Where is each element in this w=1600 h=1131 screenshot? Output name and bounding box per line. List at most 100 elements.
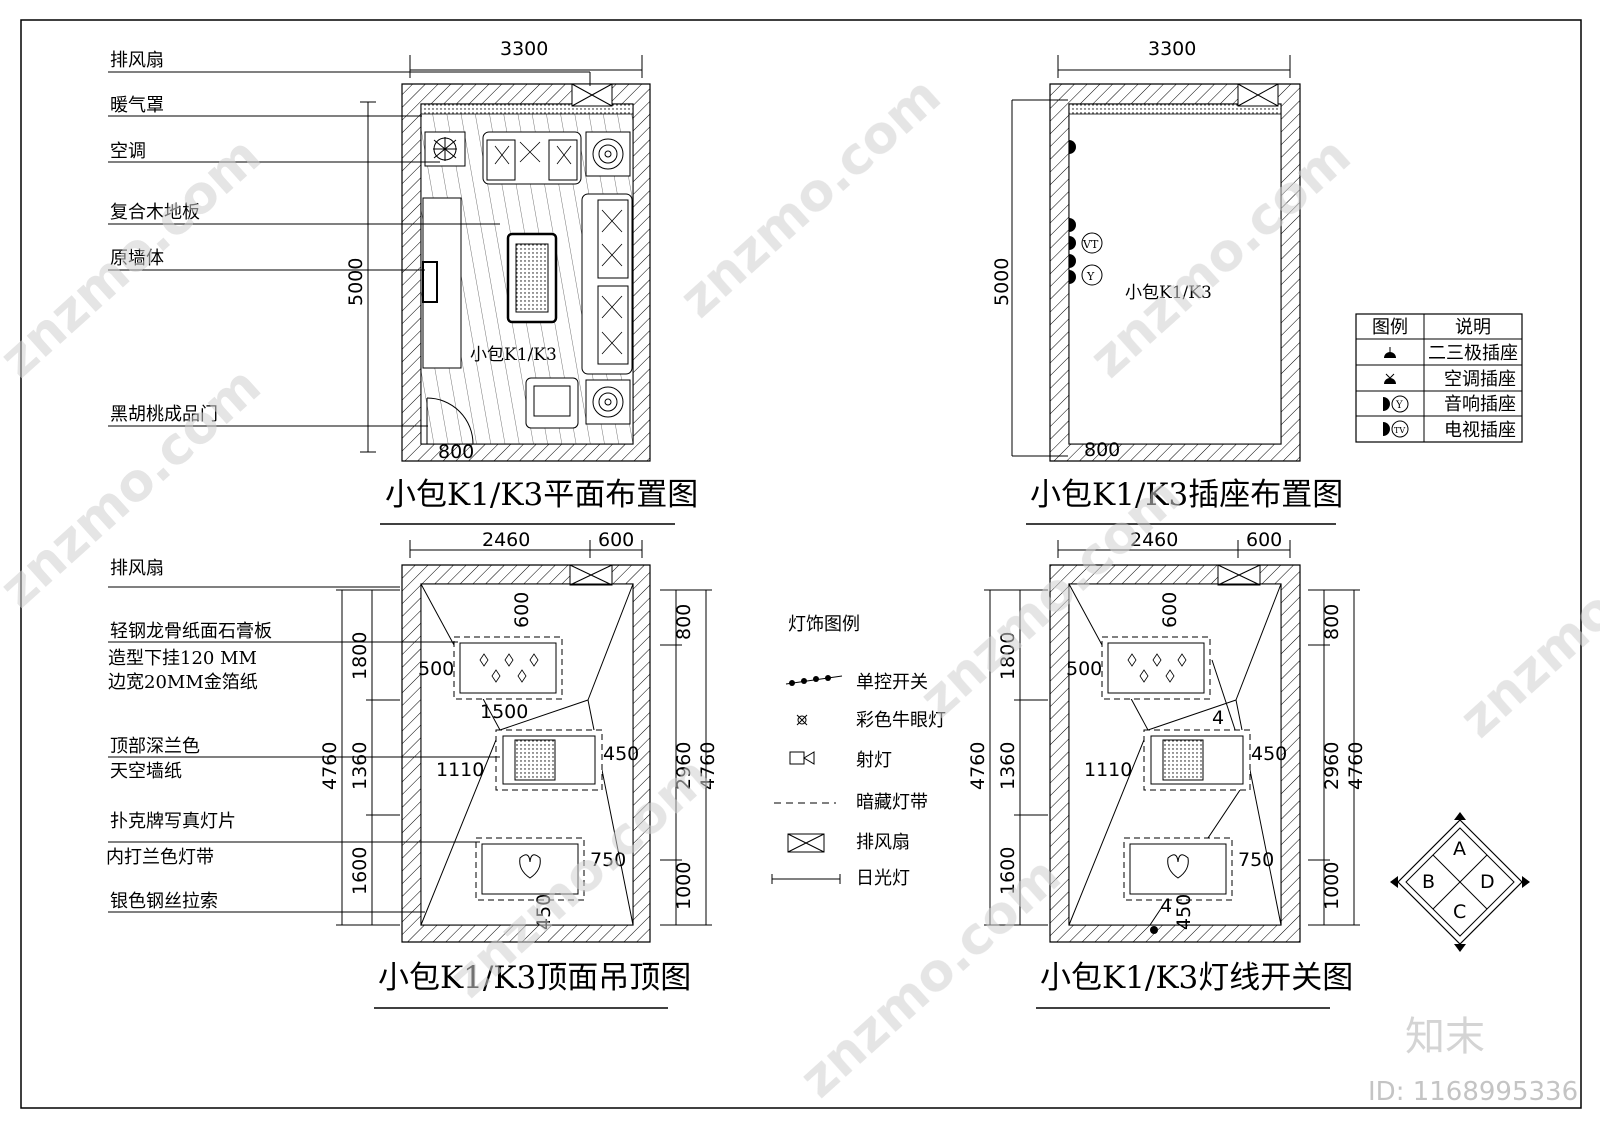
ceiling-label-fan: 排风扇 <box>110 558 164 579</box>
socket-title: 小包K1/K3插座布置图 <box>1030 477 1343 513</box>
socket-dimensions: 3300 5000 800 <box>991 38 1291 461</box>
switch-dim-2960: 2960 <box>1321 742 1343 790</box>
ceiling-dim-1800: 1800 <box>349 632 371 680</box>
switch-dim-500: 500 <box>1066 658 1102 680</box>
switch-dim-800: 800 <box>1321 604 1343 640</box>
ceiling-view: 2460 600 1800 1360 1600 4760 800 2960 10… <box>106 529 719 1009</box>
side-table-bottom <box>585 379 631 425</box>
ceiling-dimensions: 2460 600 1800 1360 1600 4760 800 2960 10… <box>319 529 719 930</box>
ceiling-dim-450-bottom: 450 <box>533 894 555 930</box>
ceiling-dim-750: 750 <box>590 849 626 871</box>
svg-text:Y: Y <box>1086 270 1095 283</box>
light-legend: 灯饰图例 单控开关 彩色牛眼灯 射灯 暗藏灯带 排风扇 日光灯 <box>771 614 946 889</box>
compass-b: B <box>1422 871 1435 893</box>
image-id-text: ID: 1168995336 <box>1368 1077 1578 1107</box>
sofa-right <box>581 193 633 375</box>
ceiling-dim-2960: 2960 <box>673 742 695 790</box>
tv-cabinet <box>422 197 462 369</box>
socket-legend-table: 图例 说明 Y TV 二三极插座 空调插座 音响插座 电视插座 <box>1355 313 1523 443</box>
bullseye-light-icon <box>796 714 808 726</box>
plan-door-dim: 800 <box>438 441 474 463</box>
legend-fan-icon <box>787 833 825 853</box>
compass-a: A <box>1453 838 1466 860</box>
switch-dimensions: 2460 600 1800 1360 1600 4760 800 2960 10… <box>967 529 1367 930</box>
orientation-diamond: A B D C <box>1390 812 1530 952</box>
ceiling-dim-600: 600 <box>598 529 634 551</box>
ceiling-label-drop: 造型下挂120 MM <box>108 648 257 669</box>
socket-view: VT Y 小包K1/K3 3300 5000 800 小包K1/K3插座布置图 <box>991 38 1343 525</box>
ceiling-dim-1000: 1000 <box>673 862 695 910</box>
compass-d: D <box>1480 871 1495 893</box>
plan-label-ac: 空调 <box>110 141 146 162</box>
switch-title: 小包K1/K3灯线开关图 <box>1040 960 1353 996</box>
plan-width-dim: 3300 <box>500 38 548 60</box>
door-swing <box>426 397 474 445</box>
exhaust-fan-icon <box>571 83 613 107</box>
ceiling-dim-2460: 2460 <box>482 529 530 551</box>
switch-dim-600-panel: 600 <box>1159 592 1181 628</box>
switch-dim-1000: 1000 <box>1321 862 1343 910</box>
plan-title: 小包K1/K3平面布置图 <box>385 477 698 513</box>
ceiling-label-gypsum: 轻钢龙骨纸面石膏板 <box>110 620 272 642</box>
watermarks: znzmo.com znzmo.com znzmo.com znzmo.com … <box>0 66 1600 1110</box>
switch-dim-600: 600 <box>1246 529 1282 551</box>
switch-dim-450: 450 <box>1251 743 1287 765</box>
socket-exhaust-fan-icon <box>1237 83 1279 107</box>
ceiling-title: 小包K1/K3顶面吊顶图 <box>378 960 691 996</box>
ceiling-dim-600-panel: 600 <box>511 592 533 628</box>
light-legend-title: 灯饰图例 <box>788 614 860 635</box>
switch-dim-1600: 1600 <box>997 847 1019 895</box>
legend-row-tv: 电视插座 <box>1444 420 1516 441</box>
ceiling-label-blue: 顶部深兰色 <box>110 736 200 757</box>
legend-header-desc: 说明 <box>1455 317 1491 338</box>
light-legend-fan: 排风扇 <box>856 832 910 853</box>
ceiling-label-gold-foil: 边宽20MM金箔纸 <box>108 672 258 693</box>
plan-height-dim: 5000 <box>345 258 367 306</box>
switch-dim-1360: 1360 <box>997 742 1019 790</box>
plan-label-door: 黑胡桃成品门 <box>110 404 218 425</box>
light-legend-bullseye: 彩色牛眼灯 <box>856 710 946 731</box>
plan-label-radiator: 暖气罩 <box>110 95 164 116</box>
svg-text:TV: TV <box>1394 426 1405 435</box>
ceiling-label-cable: 银色钢丝拉索 <box>110 891 218 912</box>
watermark-6: znzmo.com <box>789 846 1073 1110</box>
ceiling-dim-500: 500 <box>418 658 454 680</box>
ceiling-label-light-strip: 内打兰色灯带 <box>106 847 214 868</box>
side-table-top <box>585 131 631 177</box>
plan-room-name: 小包K1/K3 <box>470 345 557 365</box>
sofa-top <box>482 131 582 185</box>
legend-row-socket: 二三极插座 <box>1428 343 1518 364</box>
light-legend-strip: 暗藏灯带 <box>856 792 928 813</box>
ceiling-dim-450: 450 <box>603 743 639 765</box>
plan-view: 小包K1/K3 3300 5000 800 排风扇 暖气罩 空调 复合木地板 原… <box>108 38 698 525</box>
switch-dim-450-bottom: 450 <box>1173 894 1195 930</box>
switch-dim-4760-left: 4760 <box>967 742 989 790</box>
svg-text:Y: Y <box>1395 400 1403 411</box>
switch-dim-1110: 1110 <box>1084 759 1132 781</box>
switch-dim-4-bottom: 4 <box>1160 895 1172 917</box>
svg-text:VT: VT <box>1082 238 1099 251</box>
ceiling-leaders <box>108 586 500 913</box>
socket-height-dim: 5000 <box>991 258 1013 306</box>
plan-label-exhaust-fan: 排风扇 <box>110 50 164 71</box>
fluorescent-icon <box>771 874 841 884</box>
switch-dim-1800: 1800 <box>997 632 1019 680</box>
switch-dim-750: 750 <box>1238 849 1274 871</box>
switch-dim-4760-right: 4760 <box>1345 742 1367 790</box>
ceiling-dim-4760-right: 4760 <box>697 742 719 790</box>
ceiling-dim-4760-left: 4760 <box>319 742 341 790</box>
brand-logo-text: 知末 <box>1405 1014 1485 1060</box>
legend-row-ac: 空调插座 <box>1444 369 1516 390</box>
switch-dim-2460: 2460 <box>1130 529 1178 551</box>
light-legend-spotlight: 射灯 <box>856 750 892 771</box>
socket-markers: VT Y <box>1069 140 1103 286</box>
armchair <box>525 377 579 429</box>
light-legend-switch: 单控开关 <box>856 672 928 693</box>
coffee-table <box>506 232 558 324</box>
sheet-border <box>20 19 1582 1109</box>
watermark-2: znzmo.com <box>669 66 953 330</box>
socket-width-dim: 3300 <box>1148 38 1196 60</box>
spotlight-icon <box>789 751 815 765</box>
socket-door-dim: 800 <box>1084 439 1120 461</box>
